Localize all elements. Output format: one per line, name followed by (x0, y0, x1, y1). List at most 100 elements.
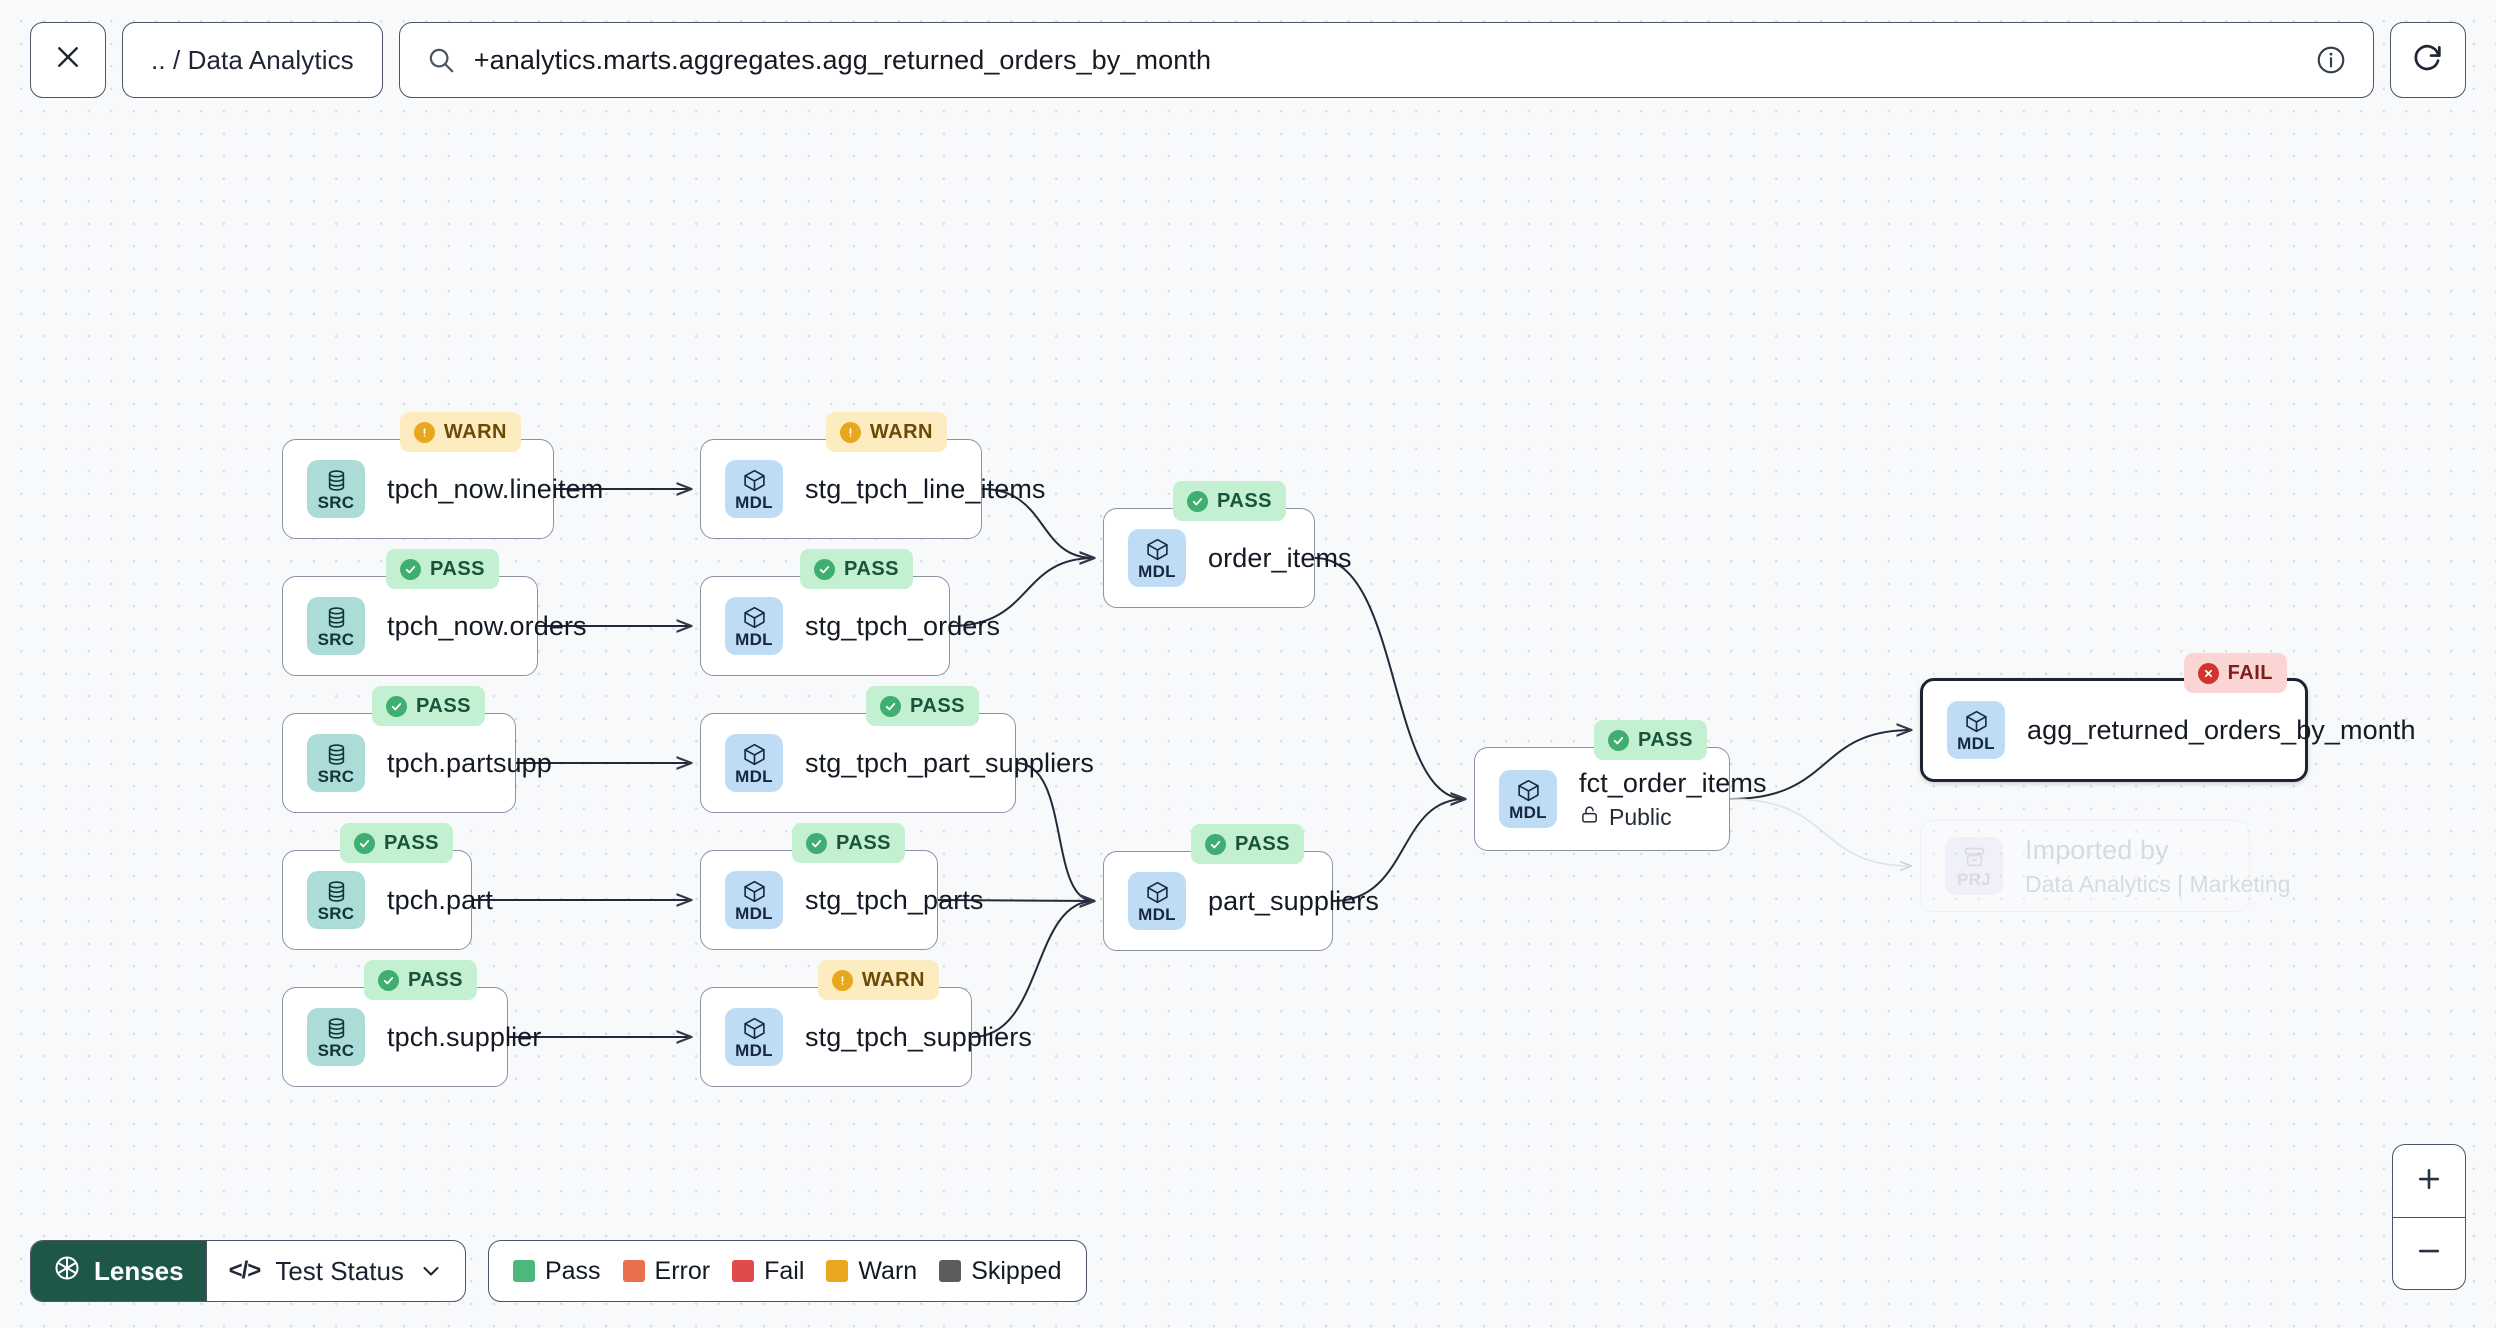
graph-node-tpch_supplier[interactable]: SRC tpch.supplier PASS (282, 960, 542, 1087)
node-title: stg_tpch_orders (805, 610, 1001, 641)
database-icon (324, 468, 349, 493)
status-label: FAIL (2227, 661, 2273, 684)
legend-item-error[interactable]: Error (622, 1256, 711, 1286)
node-body: stg_tpch_line_items (805, 474, 1045, 505)
status-badge-warn[interactable]: WARN (825, 412, 947, 452)
src-type-badge: SRC (307, 460, 365, 518)
mdl-type-badge: MDL (725, 1008, 783, 1066)
status-icon (1608, 729, 1630, 751)
status-label: PASS (384, 831, 439, 854)
mdl-type-badge: MDL (725, 597, 783, 655)
node-body: stg_tpch_parts (805, 885, 983, 916)
status-badge-pass[interactable]: PASS (1173, 481, 1286, 521)
refresh-button[interactable] (2390, 22, 2466, 98)
node-title: tpch.part (387, 884, 493, 915)
search-input[interactable]: +analytics.marts.aggregates.agg_returned… (473, 44, 1212, 75)
status-icon (2197, 662, 2219, 684)
node-subtitle: Data Analytics | Marketing (2025, 871, 2290, 898)
node-title: tpch.supplier (387, 1021, 542, 1052)
status-badge-pass[interactable]: PASS (340, 823, 453, 863)
unlock-icon (1579, 804, 1600, 831)
status-label: PASS (1235, 832, 1290, 855)
legend-label: Skipped (971, 1256, 1062, 1285)
status-badge-fail[interactable]: FAIL (2183, 653, 2287, 693)
zoom-in-button[interactable] (2393, 1145, 2465, 1217)
legend-label: Warn (858, 1256, 918, 1285)
status-badge-warn[interactable]: WARN (399, 412, 521, 452)
breadcrumb-button[interactable]: .. / Data Analytics (122, 22, 383, 98)
status-badge-pass[interactable]: PASS (372, 686, 485, 726)
zoom-out-button[interactable] (2393, 1217, 2465, 1289)
test-status-dropdown[interactable]: </> Test Status (205, 1241, 465, 1301)
graph-node-stg_tpch_line_items[interactable]: MDL stg_tpch_line_items WARN (700, 412, 1045, 539)
status-badge-pass[interactable]: PASS (386, 549, 499, 589)
status-icon (378, 969, 400, 991)
legend-item-pass[interactable]: Pass (512, 1256, 601, 1286)
status-badge-pass[interactable]: PASS (792, 823, 905, 863)
graph-node-stg_tpch_orders[interactable]: MDL stg_tpch_orders PASS (700, 549, 1001, 676)
lineage-search-box[interactable]: +analytics.marts.aggregates.agg_returned… (398, 22, 2374, 98)
node-body: tpch.supplier (387, 1021, 542, 1053)
cube-icon (742, 605, 767, 630)
mdl-type-badge: MDL (725, 460, 783, 518)
cube-icon (1145, 880, 1170, 905)
status-badge-warn[interactable]: WARN (817, 960, 939, 1000)
status-badge-pass[interactable]: PASS (1191, 824, 1304, 864)
legend-label: Error (654, 1256, 711, 1285)
node-subtitle-label: Data Analytics | Marketing (2025, 870, 2291, 897)
status-icon (386, 695, 408, 717)
legend-swatch-pass (512, 1260, 535, 1282)
status-label: WARN (443, 420, 507, 443)
status-icon (839, 421, 861, 443)
lenses-label: Lenses (94, 1255, 184, 1286)
close-button[interactable] (30, 22, 106, 98)
node-title: stg_tpch_part_suppliers (805, 747, 1094, 778)
status-badge-pass[interactable]: PASS (800, 549, 913, 589)
graph-node-stg_tpch_suppliers[interactable]: MDL stg_tpch_suppliers WARN (700, 960, 1032, 1087)
status-icon (1205, 833, 1227, 855)
graph-node-stg_tpch_part_suppliers[interactable]: MDL stg_tpch_part_suppliers PASS (700, 686, 1094, 813)
close-icon (53, 42, 83, 79)
status-label: PASS (430, 557, 485, 580)
legend-item-warn[interactable]: Warn (826, 1257, 917, 1286)
graph-node-tpch_part[interactable]: SRC tpch.part PASS (282, 823, 493, 950)
legend-label: Pass (544, 1256, 601, 1285)
node-body: stg_tpch_orders (805, 610, 1001, 642)
status-badge-pass[interactable]: PASS (1594, 720, 1707, 760)
status-badge-pass[interactable]: PASS (866, 686, 979, 726)
info-icon[interactable] (2315, 44, 2347, 76)
top-toolbar: .. / Data Analytics +analytics.marts.agg… (0, 0, 2496, 120)
lenses-button[interactable]: Lenses (31, 1241, 206, 1301)
code-icon: </> (228, 1257, 262, 1284)
status-icon (1187, 490, 1209, 512)
status-badge-pass[interactable]: PASS (364, 960, 477, 1000)
node-title: stg_tpch_suppliers (805, 1021, 1032, 1052)
legend-swatch-skipped (939, 1260, 962, 1282)
edge-stg_tpch_part_suppliers-to-part_suppliers (1015, 762, 1094, 901)
status-label: PASS (910, 694, 965, 717)
status-icon (354, 832, 376, 854)
mdl-type-badge: MDL (1128, 529, 1186, 587)
status-icon (814, 558, 836, 580)
mdl-type-badge: MDL (725, 734, 783, 792)
src-type-badge: SRC (307, 871, 365, 929)
legend-item-skipped[interactable]: Skipped (939, 1256, 1062, 1286)
status-icon (806, 832, 828, 854)
legend-swatch-error (622, 1260, 645, 1282)
node-body: part_suppliers (1208, 886, 1379, 917)
src-type-badge: SRC (307, 1008, 365, 1066)
status-icon (880, 695, 902, 717)
legend-item-fail[interactable]: Fail (732, 1257, 804, 1286)
node-title: fct_order_items (1579, 767, 1767, 798)
